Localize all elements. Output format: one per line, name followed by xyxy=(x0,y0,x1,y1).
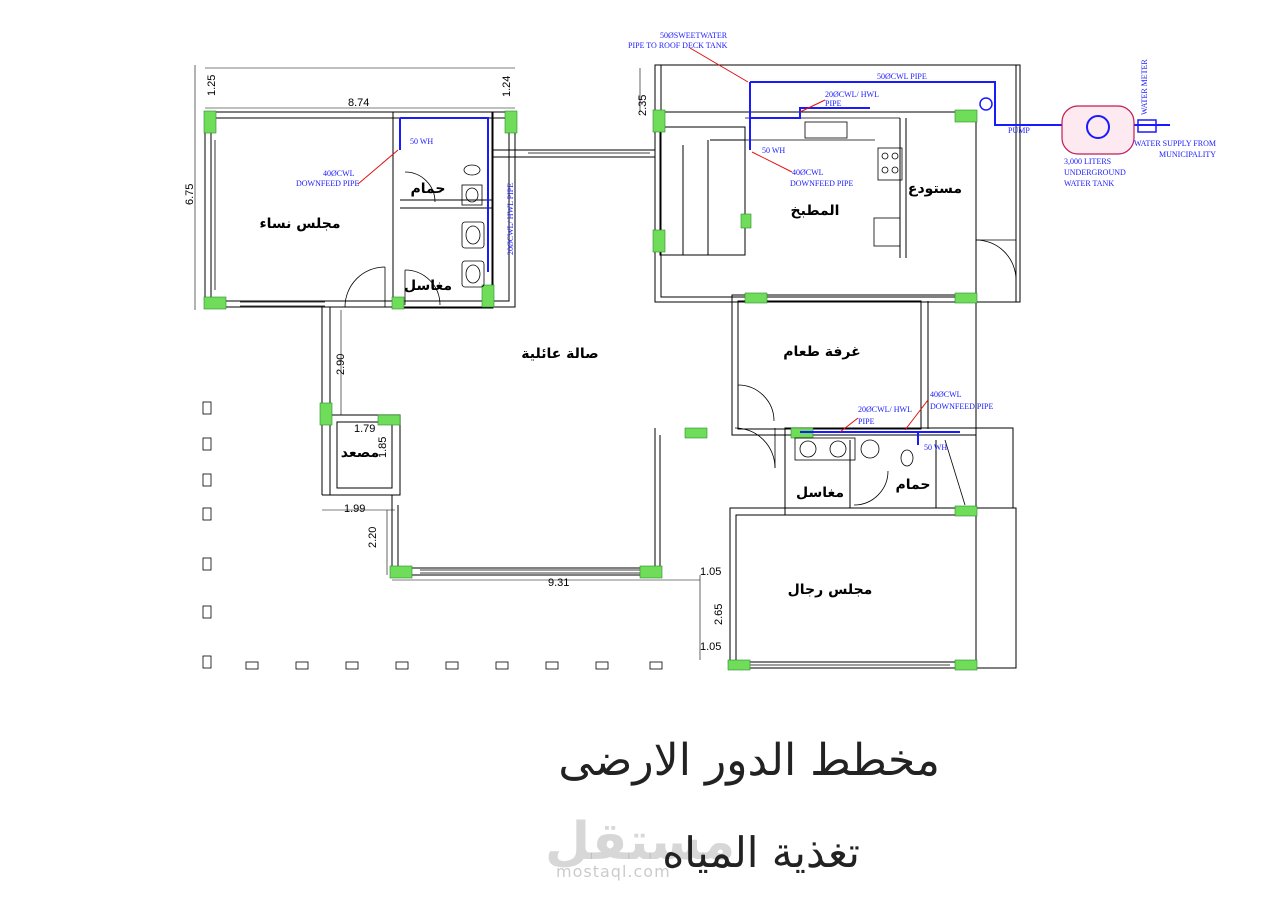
pipe-note: DOWNFEED PIPE xyxy=(790,179,853,188)
pipe-note: 50 WH xyxy=(762,146,785,155)
dimension-label: 1.25 xyxy=(206,75,218,96)
dimension-label: 8.74 xyxy=(348,97,369,109)
pipe-note: PIPE xyxy=(858,417,875,426)
room-label-bathroom-2: حمام xyxy=(896,477,931,493)
room-label-store: مستودع xyxy=(908,181,962,197)
pipe-note: 50ØSWEETWATER xyxy=(660,31,728,40)
pipe-note: 40ØCWL xyxy=(930,390,962,399)
pipe-note: 3,000 LITERS xyxy=(1064,157,1111,166)
dimension-label: 1.79 xyxy=(354,423,375,435)
dimension-label: 9.31 xyxy=(548,577,569,589)
dimension-label: 1.99 xyxy=(344,503,365,515)
pipe-note: 20ØCWL/ HWL xyxy=(825,90,879,99)
pipe-note: 40ØCWL xyxy=(323,169,355,178)
door-swings xyxy=(344,171,1017,506)
dimension-label: 1.24 xyxy=(501,76,513,97)
watermark-logo: مستقل xyxy=(545,812,736,872)
columns xyxy=(203,109,978,671)
drawing-subtitle: تغذية المياه xyxy=(662,828,860,877)
dimension-label: 2.20 xyxy=(367,527,379,548)
room-label-wash-2: مغاسل xyxy=(796,485,844,501)
fixtures xyxy=(461,117,966,506)
room-label-family-hall: صالة عائلية xyxy=(521,346,598,362)
leader-lines xyxy=(357,47,929,433)
walls xyxy=(204,64,1021,669)
dimension-label: 2.90 xyxy=(335,354,347,375)
pipe-note: UNDERGROUND xyxy=(1064,168,1126,177)
dimension-label: 2.35 xyxy=(637,95,649,116)
water-tank xyxy=(979,97,1157,155)
dimension-label: 1.85 xyxy=(377,437,389,458)
pipe-note: PUMP xyxy=(1008,126,1030,135)
room-label-men-majlis: مجلس رجال xyxy=(788,582,873,598)
pipe-note: 50 WH xyxy=(410,137,433,146)
pipe-note: PIPE xyxy=(825,99,842,108)
pipe-note: 20ØCWL/ HWL PIPE xyxy=(506,183,515,255)
pipe-note: WATER SUPPLY FROM xyxy=(1134,139,1216,148)
dimension-lines xyxy=(194,65,701,660)
room-label-elevator: مصعد xyxy=(341,445,379,461)
pipe-note: 50 WH xyxy=(924,443,947,452)
dimension-label: 2.65 xyxy=(713,604,725,625)
room-label-women-majlis: مجلس نساء xyxy=(259,216,340,232)
dimension-label: 6.75 xyxy=(184,184,196,205)
pipe-note: MUNICIPALITY xyxy=(1159,150,1216,159)
pipe-note: DOWNFEED PIPE xyxy=(296,179,359,188)
room-label-bathroom-1: حمام xyxy=(411,181,446,197)
dimension-label: 1.05 xyxy=(700,641,721,653)
pipe-note: WATER METER xyxy=(1140,59,1149,115)
pipe-note: WATER TANK xyxy=(1064,179,1114,188)
footings xyxy=(202,401,663,670)
watermark-url: mostaql.com xyxy=(556,862,671,881)
pipe-note: 20ØCWL/ HWL xyxy=(858,405,912,414)
windows xyxy=(210,140,950,666)
room-label-wash-1: مغاسل xyxy=(404,278,452,294)
dimension-label: 1.05 xyxy=(700,566,721,578)
pipe-note: 40ØCWL xyxy=(792,168,824,177)
room-label-kitchen: المطبخ xyxy=(791,203,840,219)
pipe-note: 50ØCWL PIPE xyxy=(877,72,927,81)
pipe-note: PIPE TO ROOF DECK TANK xyxy=(628,41,728,50)
pipe-note: DOWNFEED PIPE xyxy=(930,402,993,411)
drawing-title: مخطط الدور الارضى xyxy=(558,735,940,786)
room-label-dining: غرفة طعام xyxy=(783,344,860,360)
